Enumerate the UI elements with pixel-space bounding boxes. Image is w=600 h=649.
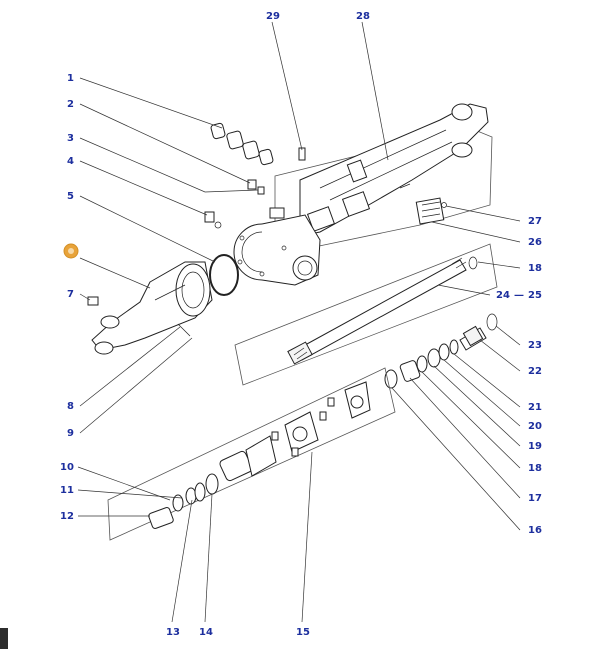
label-3: 3 bbox=[67, 133, 74, 144]
bearing-stack bbox=[384, 339, 459, 389]
label-21: 21 bbox=[528, 402, 542, 413]
label-20: 20 bbox=[528, 421, 542, 432]
axle-shaft bbox=[287, 256, 478, 365]
fitting-2 bbox=[247, 179, 257, 190]
washer-4 bbox=[214, 221, 222, 229]
label-27: 27 bbox=[528, 216, 542, 227]
fitting-4 bbox=[204, 211, 215, 223]
label-8: 8 bbox=[67, 401, 74, 412]
label-26: 26 bbox=[528, 237, 542, 248]
o-ring-5 bbox=[209, 254, 239, 296]
label-10: 10 bbox=[60, 462, 74, 473]
bushings bbox=[210, 122, 274, 166]
u-joint bbox=[219, 381, 371, 482]
label-24: 24 bbox=[496, 290, 510, 301]
label-18-upper: 18 bbox=[528, 263, 542, 274]
label-29: 29 bbox=[266, 11, 280, 22]
label-14: 14 bbox=[199, 627, 213, 638]
label-16: 16 bbox=[528, 525, 542, 536]
label-15: 15 bbox=[296, 627, 310, 638]
label-13: 13 bbox=[166, 627, 180, 638]
leader-lines bbox=[77, 21, 521, 623]
corner-tab bbox=[0, 628, 8, 649]
label-separator: — bbox=[514, 290, 524, 301]
label-25: 25 bbox=[528, 290, 542, 301]
label-2: 2 bbox=[67, 99, 74, 110]
label-28: 28 bbox=[356, 11, 370, 22]
screw-27 bbox=[441, 202, 447, 208]
stud-8 bbox=[177, 323, 191, 337]
lower-group-outline bbox=[107, 367, 396, 541]
part-labels: 1 2 3 4 5 7 8 9 10 11 12 13 14 15 16 17 … bbox=[60, 11, 542, 638]
label-12: 12 bbox=[60, 511, 74, 522]
label-4: 4 bbox=[67, 156, 74, 167]
axle-housing bbox=[299, 103, 489, 237]
label-5: 5 bbox=[67, 191, 74, 202]
label-11: 11 bbox=[60, 485, 74, 496]
bearing-cups bbox=[148, 473, 219, 529]
bolt-7 bbox=[87, 296, 99, 306]
label-22: 22 bbox=[528, 366, 542, 377]
shaft-group-outline bbox=[234, 243, 498, 386]
label-7: 7 bbox=[67, 289, 74, 300]
label-23: 23 bbox=[528, 340, 542, 351]
fitting-3 bbox=[257, 186, 265, 195]
label-1: 1 bbox=[67, 73, 74, 84]
label-19: 19 bbox=[528, 441, 542, 452]
left-housing bbox=[91, 261, 213, 355]
label-17: 17 bbox=[528, 493, 542, 504]
center-housing bbox=[233, 207, 321, 286]
stub-shaft bbox=[459, 313, 498, 351]
label-9: 9 bbox=[67, 428, 74, 439]
breather-29 bbox=[298, 147, 306, 161]
label-18-lower: 18 bbox=[528, 463, 542, 474]
